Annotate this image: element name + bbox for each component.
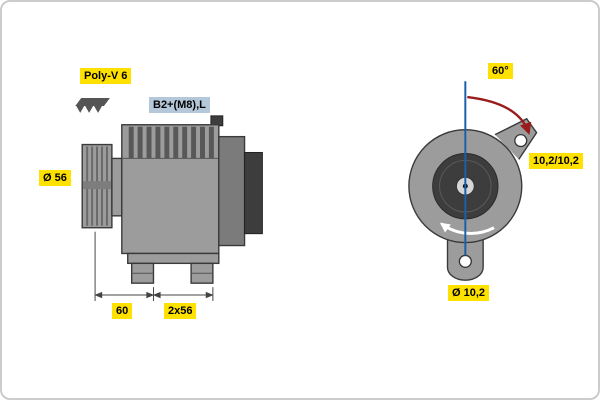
cooling-fins — [128, 126, 214, 159]
terminal-label: B2+(M8),L — [149, 97, 210, 113]
rear-cover — [244, 151, 263, 235]
dimension-2x56-label: 2x56 — [164, 303, 197, 319]
belt-type-label: Poly-V 6 — [80, 68, 132, 84]
angle-arc-arrow — [467, 95, 532, 135]
rotation-arrow-icon — [439, 222, 495, 235]
side-view — [75, 98, 263, 301]
pulley — [81, 143, 113, 229]
hole-diameter-label: Ø 10,2 — [448, 285, 490, 301]
mounting-hole-top — [514, 134, 528, 148]
dimension-60-label: 60 — [112, 303, 133, 319]
shaft-collar — [111, 157, 123, 217]
hole-spacing-label: 10,2/10,2 — [529, 153, 583, 169]
rear-housing — [218, 135, 246, 247]
alternator-body — [121, 115, 263, 284]
poly-v-belt-icon — [75, 98, 110, 113]
mounting-hole-bottom — [458, 254, 472, 268]
front-view — [408, 81, 538, 281]
mounting-angle-label: 60° — [488, 63, 513, 79]
dimension-lines — [94, 231, 214, 301]
pulley-diameter-label: Ø 56 — [39, 170, 71, 186]
